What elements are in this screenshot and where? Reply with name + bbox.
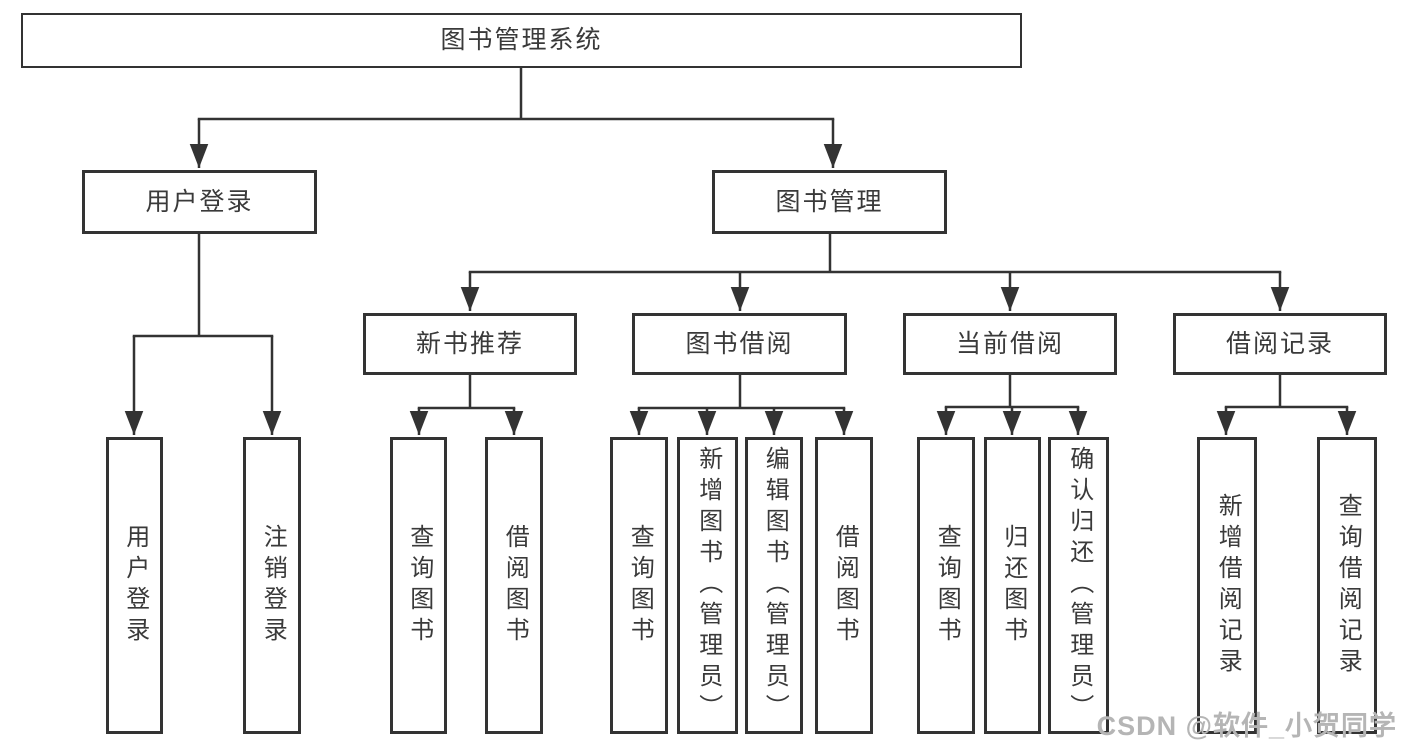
connector-book-borrow (637, 375, 846, 410)
node-label: 图书管理 (775, 187, 884, 216)
connector-current-borrow (944, 375, 1080, 409)
leaf-label: 新增图书（管理员） (694, 446, 722, 725)
leaf-borrow-query-books: 查询图书 (610, 437, 668, 734)
leaf-label: 查询图书 (405, 523, 433, 648)
leaf-newbook-query-books: 查询图书 (390, 437, 447, 734)
node-library-management-system: 图书管理系统 (21, 13, 1022, 68)
leaf-label: 查询图书 (933, 523, 961, 648)
node-new-book-recommend: 新书推荐 (363, 313, 577, 375)
leaf-label: 借阅图书 (831, 523, 859, 648)
leaf-records-add-record: 新增借阅记录 (1197, 437, 1257, 734)
leaf-label: 查询借阅记录 (1334, 492, 1362, 679)
node-label: 图书借阅 (685, 329, 794, 358)
leaf-user-login: 用户登录 (106, 437, 163, 734)
leaf-logout: 注销登录 (243, 437, 301, 734)
connector-book-management (468, 233, 1282, 274)
leaf-label: 确认归还（管理员） (1065, 446, 1093, 725)
node-user-login: 用户登录 (82, 170, 317, 234)
leaf-label: 查询图书 (626, 523, 654, 648)
connector-user-login (132, 234, 274, 338)
leaf-current-confirm-return-admin: 确认归还（管理员） (1048, 437, 1109, 734)
node-current-borrow: 当前借阅 (903, 313, 1117, 375)
node-book-borrow: 图书借阅 (632, 313, 847, 375)
leaf-records-query-record: 查询借阅记录 (1317, 437, 1377, 734)
connector-borrow-records (1224, 375, 1349, 409)
connector-root (197, 68, 835, 121)
leaf-newbook-borrow-books: 借阅图书 (485, 437, 543, 734)
leaf-label: 用户登录 (121, 523, 149, 648)
leaf-label: 编辑图书（管理员） (761, 446, 789, 725)
node-label: 当前借阅 (955, 329, 1064, 358)
leaf-borrow-add-books-admin: 新增图书（管理员） (677, 437, 738, 734)
connector-new-book (417, 375, 516, 410)
leaf-borrow-borrow-books: 借阅图书 (815, 437, 873, 734)
node-borrow-records: 借阅记录 (1173, 313, 1387, 375)
leaf-current-return-books: 归还图书 (984, 437, 1041, 734)
leaf-label: 新增借阅记录 (1214, 492, 1242, 679)
leaf-label: 借阅图书 (501, 523, 529, 648)
node-label: 用户登录 (145, 187, 254, 216)
node-book-management: 图书管理 (712, 170, 947, 234)
watermark-text: CSDN @软件_小贺同学 (1096, 711, 1397, 741)
node-label: 借阅记录 (1225, 329, 1334, 358)
leaf-current-query-books: 查询图书 (917, 437, 975, 734)
leaf-label: 注销登录 (259, 523, 287, 648)
node-label: 图书管理系统 (440, 26, 603, 55)
leaf-borrow-edit-books-admin: 编辑图书（管理员） (745, 437, 803, 734)
node-label: 新书推荐 (415, 329, 524, 358)
leaf-label: 归还图书 (999, 523, 1027, 648)
